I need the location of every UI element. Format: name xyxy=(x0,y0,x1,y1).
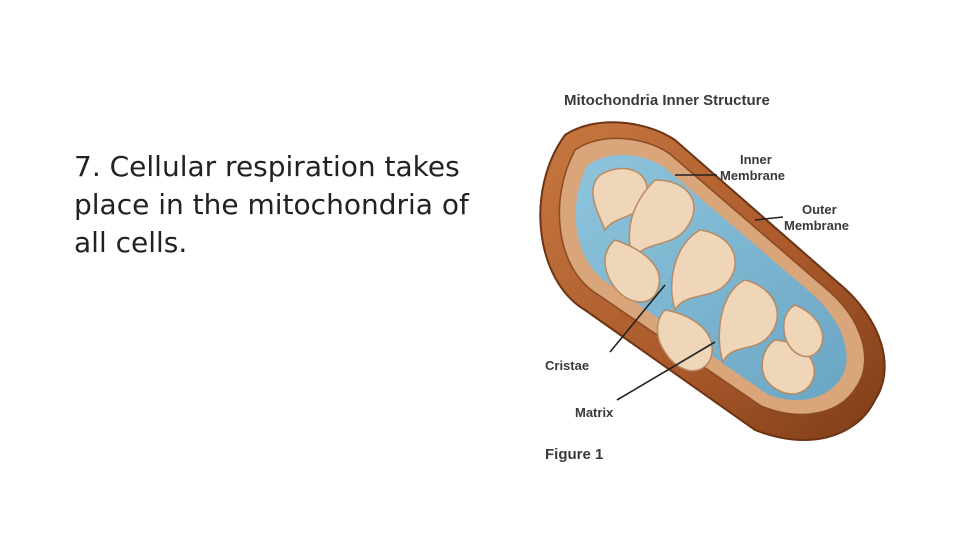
mitochondria-diagram: Mitochondria Inner Structure xyxy=(539,92,886,463)
label-matrix: Matrix xyxy=(575,405,614,420)
label-inner-membrane-2: Membrane xyxy=(720,168,785,183)
leader-lines xyxy=(609,174,784,401)
label-outer-membrane-1: Outer xyxy=(802,202,837,217)
label-cristae: Cristae xyxy=(545,358,589,373)
slide-statement: 7. Cellular respiration takes place in t… xyxy=(74,150,469,259)
label-outer-membrane-2: Membrane xyxy=(784,218,849,233)
label-inner-membrane-1: Inner xyxy=(740,152,772,167)
cristae-folds xyxy=(592,167,824,395)
figure-caption: Figure 1 xyxy=(545,446,603,463)
figure-title: Mitochondria Inner Structure xyxy=(564,92,770,109)
mitochondria-figure: Mitochondria Inner Structure xyxy=(505,80,925,480)
